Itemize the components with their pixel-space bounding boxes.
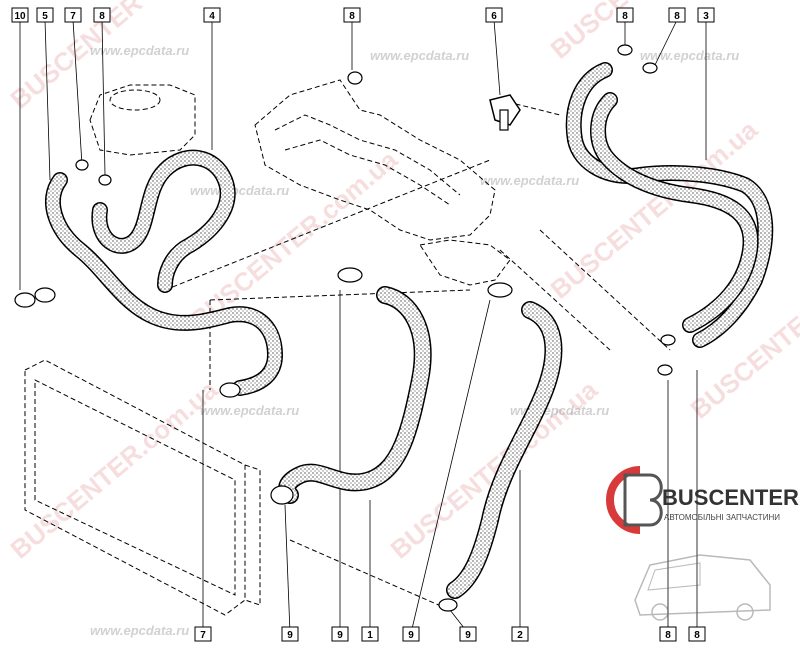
callout-9: 9 [281, 626, 299, 642]
expansion-tank [89, 84, 196, 156]
callout-7: 7 [194, 626, 212, 642]
watermark-source: www.epcdata.ru [200, 403, 299, 418]
watermark-source: www.epcdata.ru [190, 183, 289, 198]
clamp-7[interactable] [219, 382, 241, 398]
watermark-source: www.epcdata.ru [640, 48, 739, 63]
clamp-9[interactable] [337, 267, 363, 283]
svg-text:4: 4 [209, 11, 215, 22]
clamp-8[interactable] [642, 62, 658, 74]
logo-name: BUSCENTER [662, 485, 799, 510]
callout-8: 8 [688, 626, 706, 642]
svg-text:9: 9 [465, 630, 471, 641]
svg-text:9: 9 [337, 630, 343, 641]
callout-5: 5 [36, 7, 54, 23]
callout-9: 9 [402, 626, 420, 642]
leader-lines [19, 19, 707, 634]
hose-2[interactable] [446, 301, 563, 599]
svg-text:2: 2 [517, 630, 523, 641]
callout-4: 4 [203, 7, 221, 23]
svg-text:8: 8 [665, 630, 671, 641]
clamp-8[interactable] [98, 174, 112, 186]
watermark-domain: BUSCENTER.com.ua [5, 374, 224, 564]
callout-3: 3 [697, 7, 715, 23]
hose-10-5[interactable] [44, 172, 283, 396]
svg-text:9: 9 [287, 630, 293, 641]
callout-2: 2 [511, 626, 529, 642]
watermark-source: www.epcdata.ru [370, 48, 469, 63]
buscenter-logo: BUSCENTER АВТОМОБІЛЬНІ ЗАПЧАСТИНИ [606, 466, 799, 621]
clamp-8[interactable] [657, 364, 673, 376]
watermark-source: www.epcdata.ru [480, 173, 579, 188]
callout-1: 1 [361, 626, 379, 642]
callout-8: 8 [93, 7, 111, 23]
svg-text:10: 10 [14, 11, 26, 22]
logo-tagline: АВТОМОБІЛЬНІ ЗАПЧАСТИНИ [664, 513, 780, 522]
radiator [24, 359, 261, 616]
clamp-8[interactable] [617, 44, 633, 56]
clamp-10[interactable] [14, 287, 56, 308]
engine-block [254, 79, 511, 286]
clamps [14, 44, 676, 612]
clamp-9[interactable] [270, 485, 294, 505]
callout-8: 8 [668, 7, 686, 23]
svg-text:1: 1 [367, 630, 373, 641]
watermark-source: www.epcdata.ru [90, 623, 189, 638]
svg-text:3: 3 [703, 11, 709, 22]
svg-text:8: 8 [622, 11, 628, 22]
svg-text:7: 7 [70, 11, 76, 22]
logo-b-mark [623, 473, 663, 527]
callout-7: 7 [64, 7, 82, 23]
clamp-9[interactable] [487, 282, 513, 298]
clamp-8[interactable] [347, 71, 363, 85]
callouts-bottom: 7 9 9 1 9 9 2 8 8 [194, 626, 706, 642]
watermark-layer: BUSCENTER BUSCENTER.com.ua BUSCENTER.com… [5, 0, 800, 638]
svg-text:7: 7 [200, 630, 206, 641]
callout-9: 9 [459, 626, 477, 642]
svg-text:8: 8 [99, 11, 105, 22]
callout-8: 8 [616, 7, 634, 23]
van-sketch [634, 554, 771, 621]
callouts-top: 10 5 7 8 4 8 6 8 8 3 [11, 7, 715, 23]
callout-8: 8 [343, 7, 361, 23]
clamp-9[interactable] [438, 598, 458, 612]
hose-4[interactable] [91, 149, 236, 293]
svg-text:5: 5 [42, 11, 48, 22]
watermark-source: www.epcdata.ru [90, 43, 189, 58]
hose-3[interactable] [565, 62, 774, 348]
svg-text:8: 8 [349, 11, 355, 22]
connector-6[interactable] [489, 94, 521, 131]
svg-text:8: 8 [694, 630, 700, 641]
clamp-7[interactable] [75, 159, 89, 171]
svg-text:8: 8 [674, 11, 680, 22]
svg-text:9: 9 [408, 630, 414, 641]
logo-c-mark [606, 466, 641, 534]
clamp-8[interactable] [660, 334, 676, 346]
callout-8: 8 [659, 626, 677, 642]
svg-text:6: 6 [491, 11, 497, 22]
callout-6: 6 [485, 7, 503, 23]
hose-1[interactable] [278, 286, 432, 504]
callout-10: 10 [11, 7, 29, 23]
callout-9: 9 [331, 626, 349, 642]
